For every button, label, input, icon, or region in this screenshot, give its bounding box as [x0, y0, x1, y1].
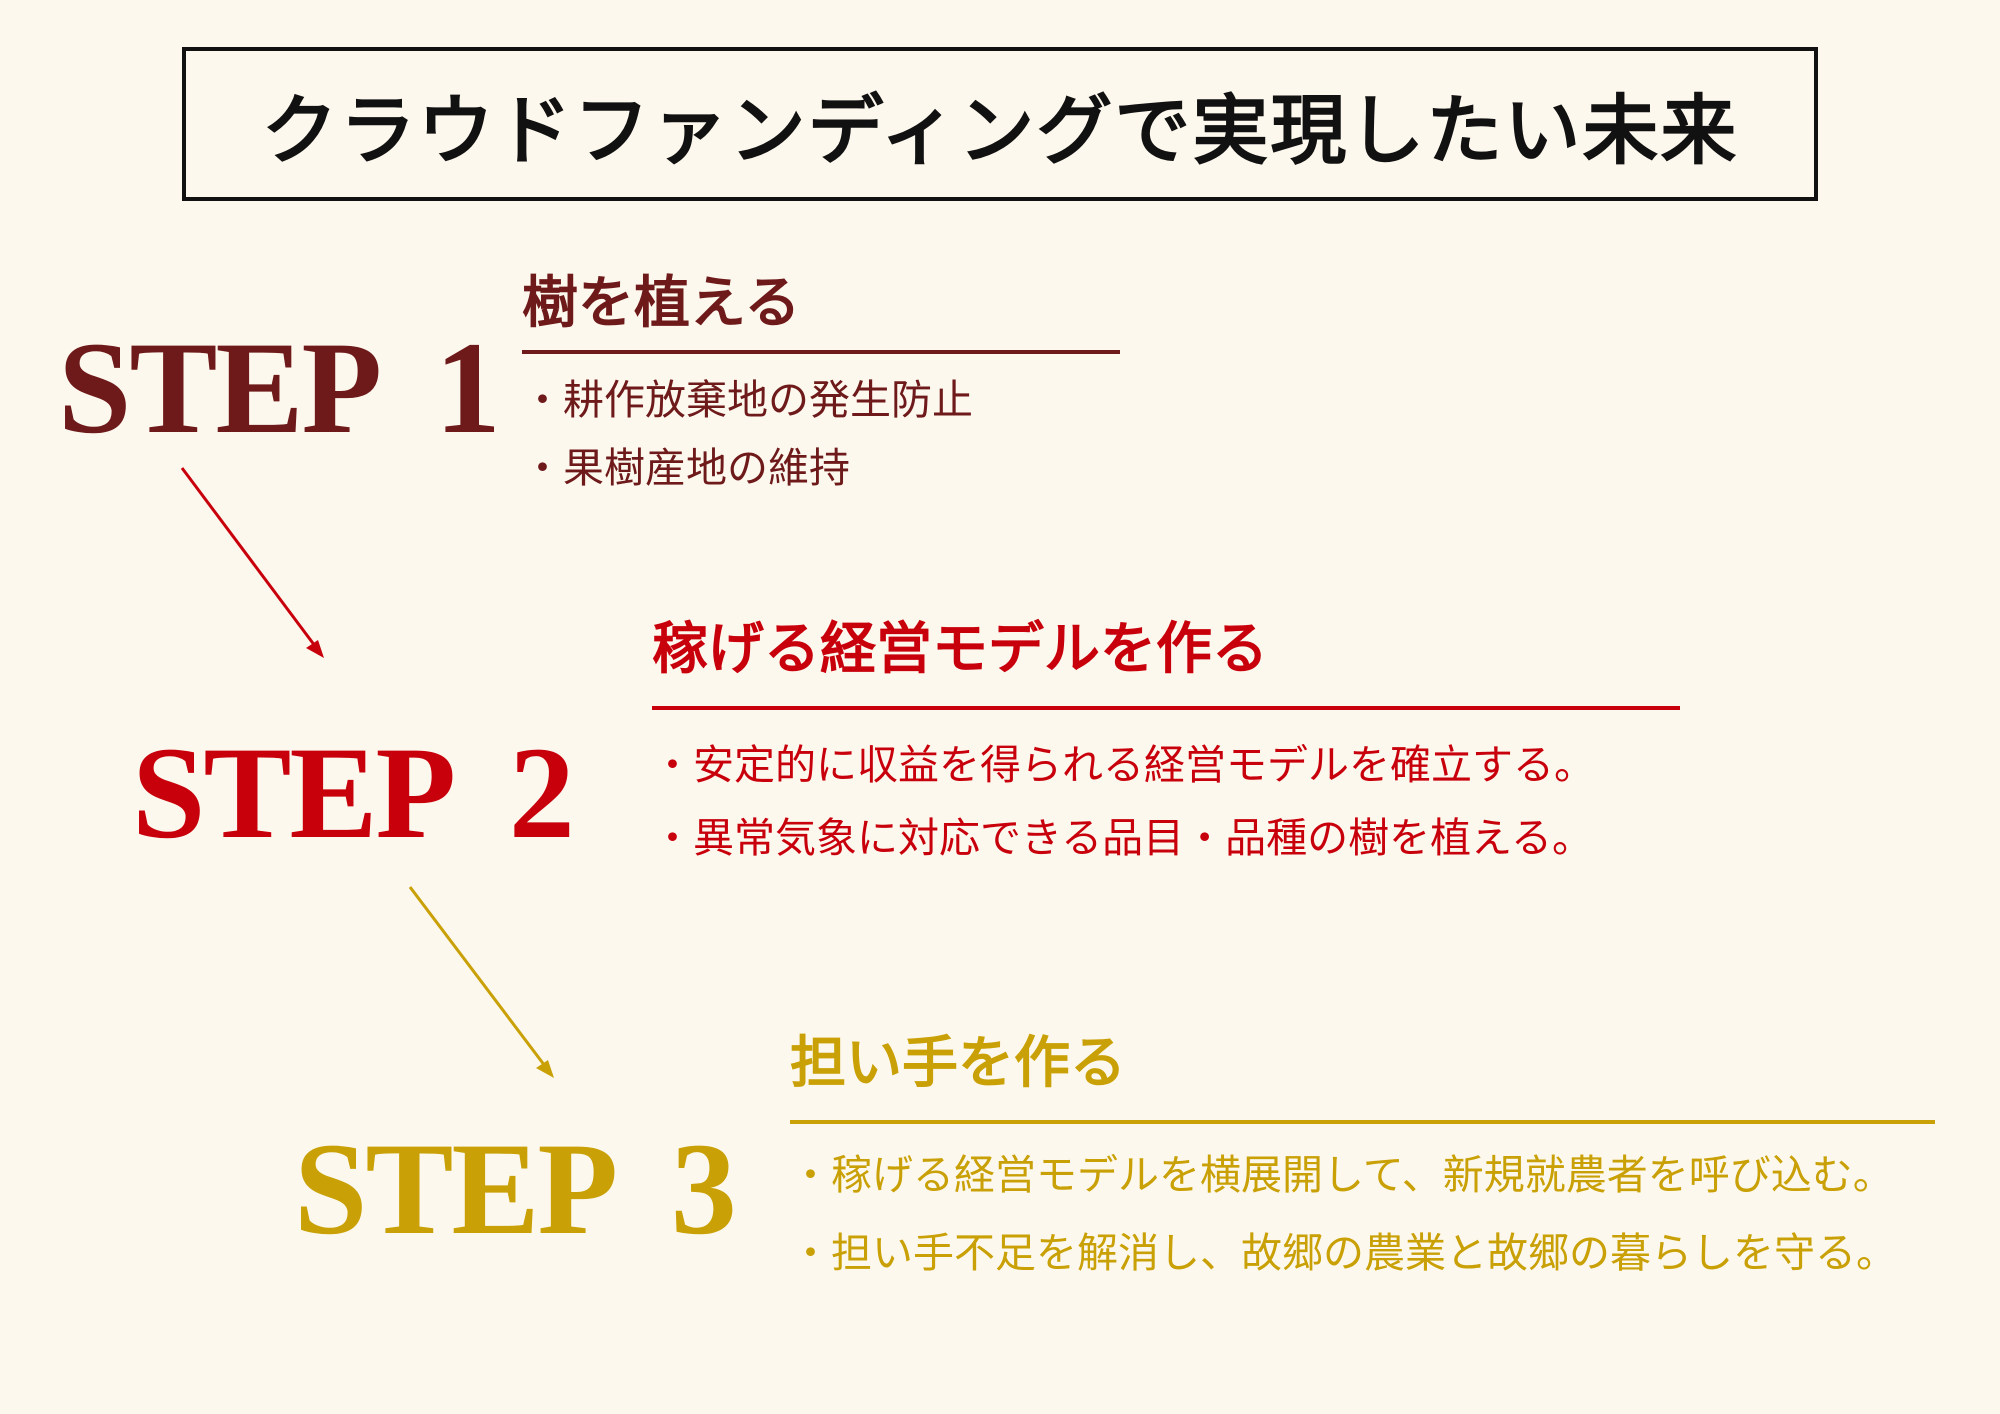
- step-2-label: STEP 2: [132, 719, 575, 866]
- step-3-bullet: ・担い手不足を解消し、故郷の農業と故郷の暮らしを守る。: [790, 1229, 1897, 1277]
- step-2-bullet: ・安定的に収益を得られる経営モデルを確立する。: [652, 741, 1595, 789]
- step-1-bullet: ・果樹産地の維持: [522, 444, 850, 492]
- step-2-divider: [652, 706, 1680, 710]
- step-3-label: STEP 3: [294, 1115, 737, 1262]
- step-1-divider: [522, 350, 1120, 354]
- step-2-bullet: ・異常気象に対応できる品目・品種の樹を植える。: [652, 814, 1593, 862]
- step-3-divider: [790, 1120, 1935, 1124]
- title-box: クラウドファンディングで実現したい未来: [182, 47, 1818, 201]
- step-1-label: STEP 1: [58, 314, 501, 461]
- step-1-heading: 樹を植える: [522, 271, 801, 336]
- page-title: クラウドファンディングで実現したい未来: [261, 86, 1739, 175]
- step-3-bullet: ・稼げる経営モデルを横展開して、新規就農者を呼び込む。: [790, 1151, 1894, 1199]
- arrow-step1-to-step2: [180, 467, 324, 658]
- step-3-heading: 担い手を作る: [790, 1031, 1126, 1096]
- step-2-heading: 稼げる経営モデルを作る: [652, 617, 1268, 682]
- step-1-bullet: ・耕作放棄地の発生防止: [522, 376, 973, 424]
- arrow-step2-to-step3: [408, 886, 554, 1078]
